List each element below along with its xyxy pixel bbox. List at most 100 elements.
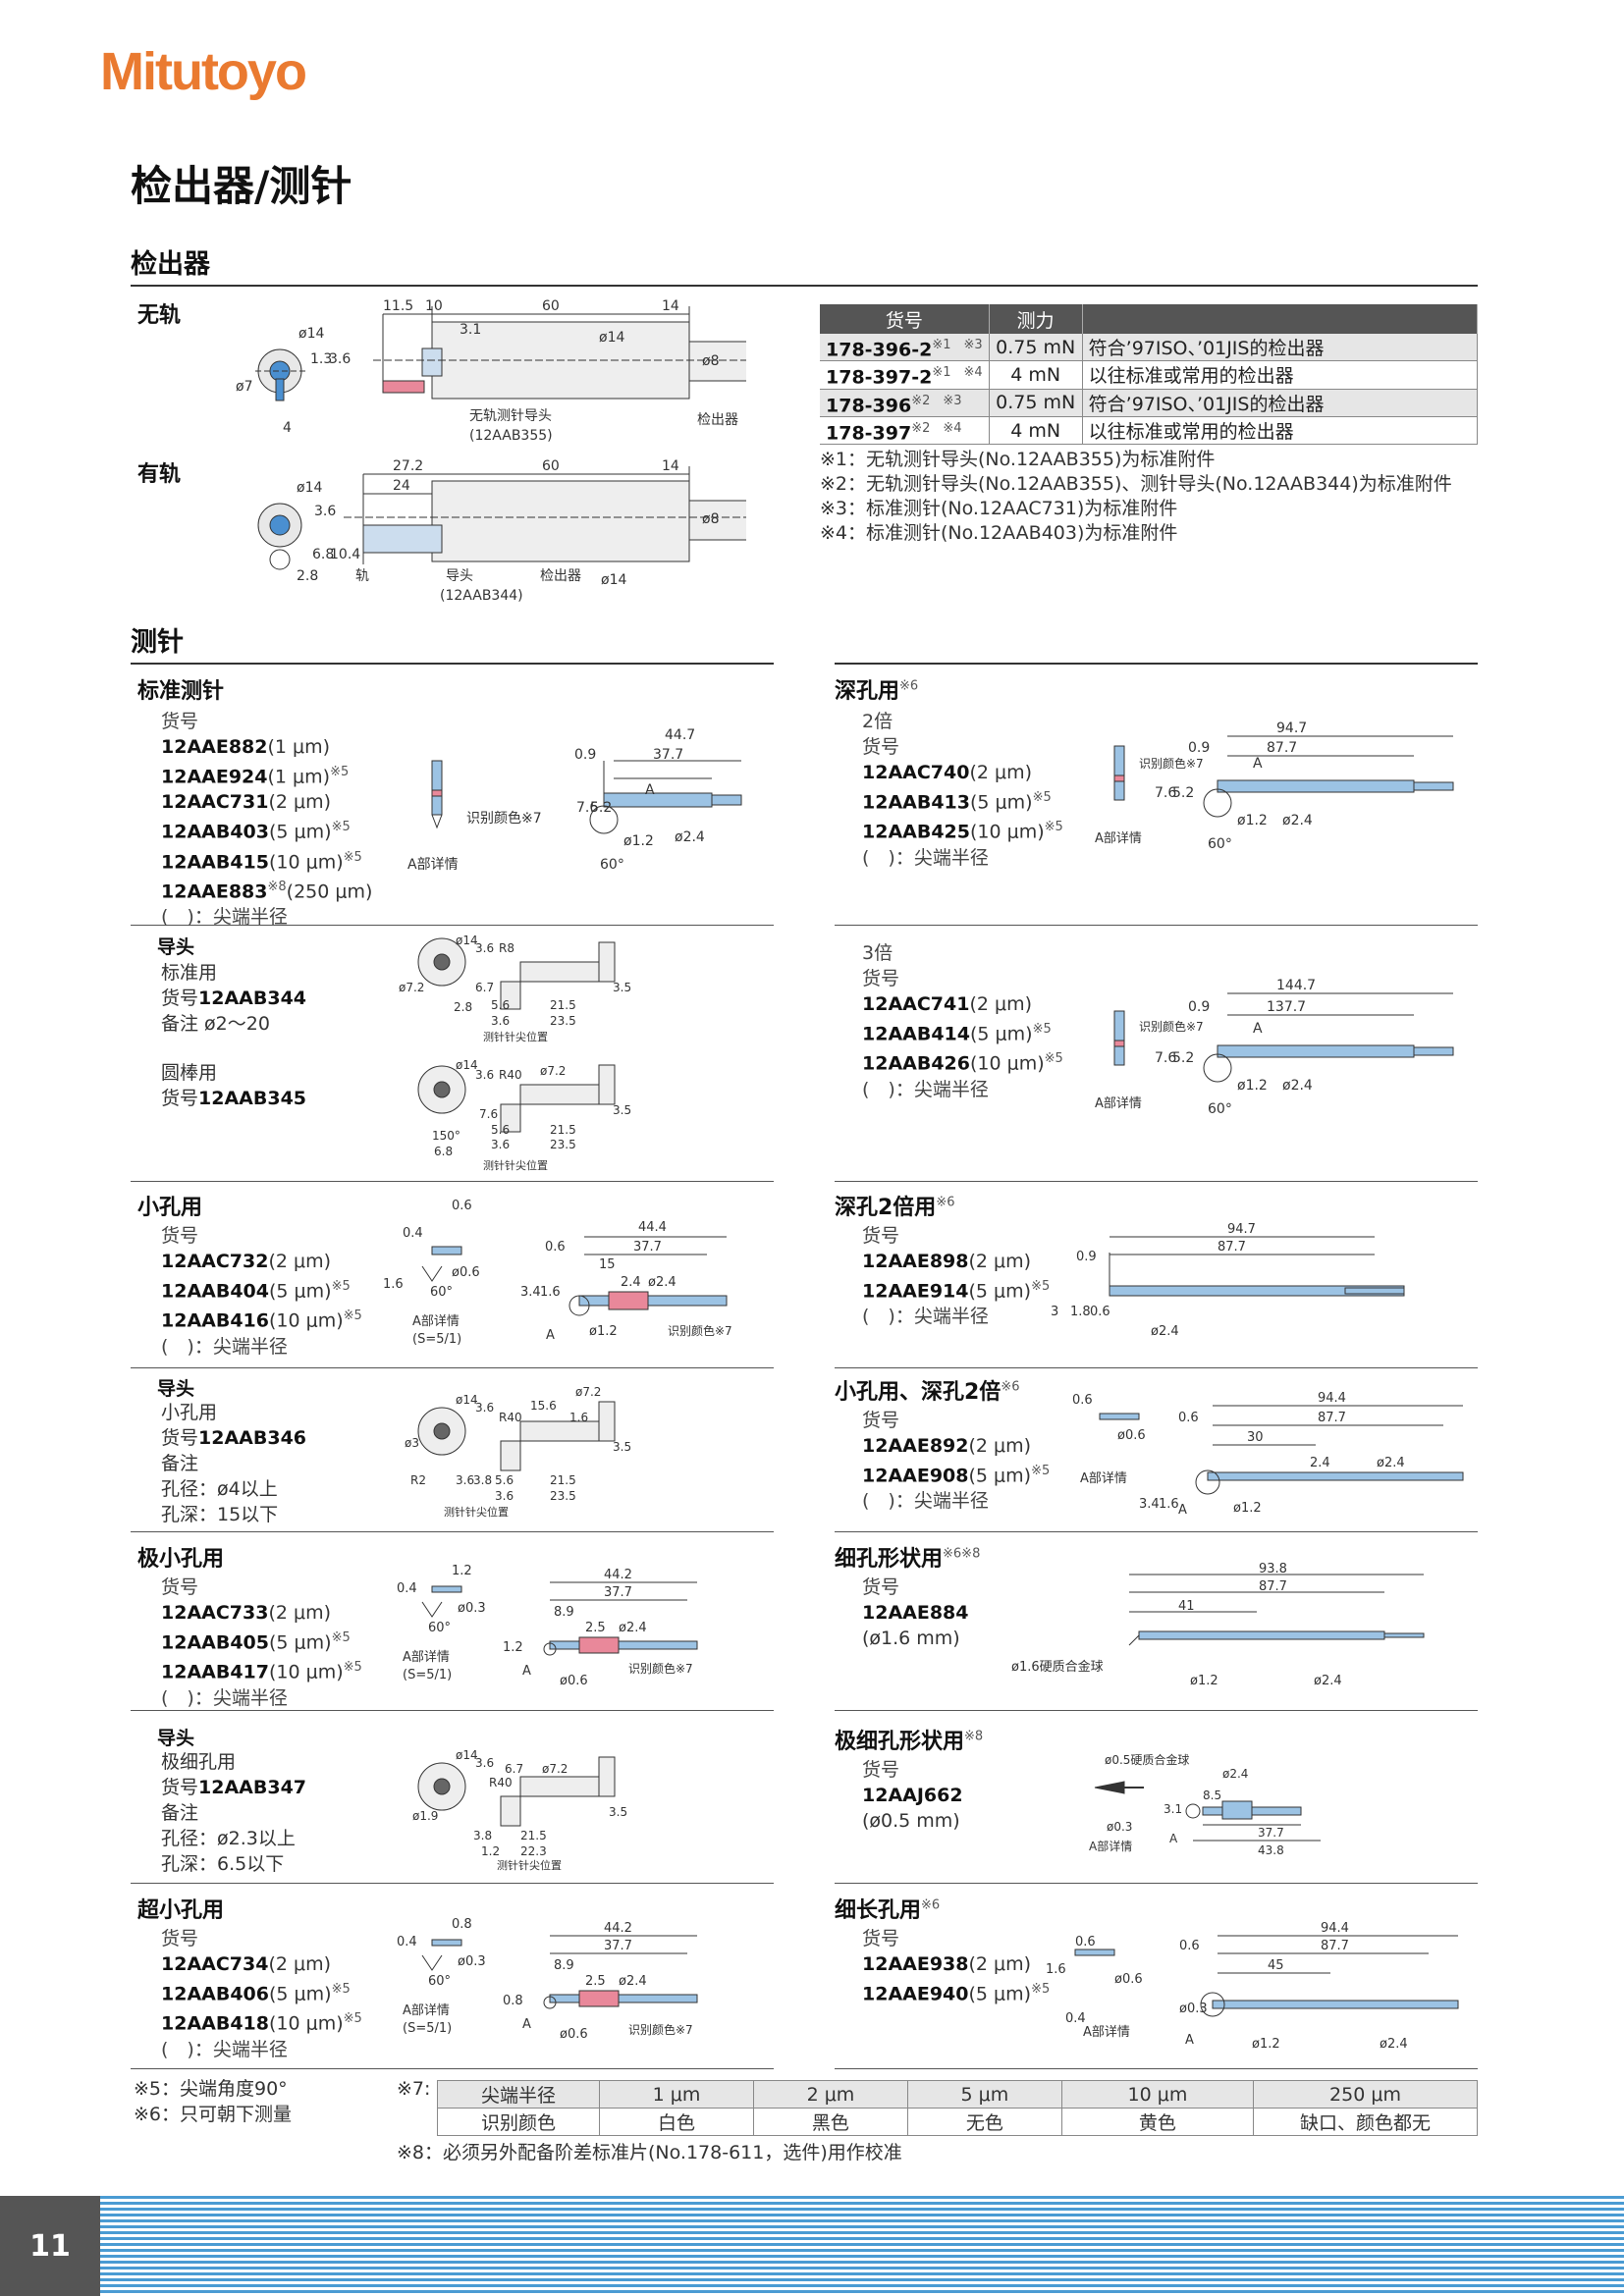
force: 4 mN xyxy=(989,416,1083,446)
deep-3x-drawing: 144.7 137.7 0.9 A 7.6 5.2 ø1.2 ø2.4 60° … xyxy=(1095,978,1454,1117)
note-ref: ※5 xyxy=(331,1630,351,1645)
dim-text: ø0.6 xyxy=(560,1674,588,1688)
guide-tiny-info: 极细孔用 货号12AAB347 备注 孔径：ø2.3以上 孔深：6.5以下 xyxy=(161,1749,306,1877)
code-label: 货号 xyxy=(161,1088,199,1109)
no-rail-label: 无轨 xyxy=(137,303,182,328)
code-label: 货号 xyxy=(862,968,900,989)
dim-text: 3.6 xyxy=(329,351,351,367)
note-ref: ※5 xyxy=(331,820,351,835)
guide-title: 导头 xyxy=(157,1728,195,1749)
note-ref: ※5 xyxy=(1044,820,1063,835)
ultra-small-hole-drawing: 0.8 0.4 ø0.3 60° 44.2 37.7 8.9 2.5 ø2.4 … xyxy=(397,1917,698,2042)
dim-text: 3.5 xyxy=(613,1103,631,1117)
code-label: 货号 xyxy=(862,1759,900,1781)
dim-text: 24 xyxy=(393,478,410,494)
divider xyxy=(835,1367,1478,1368)
tip-radius: (2 μm) xyxy=(969,993,1033,1015)
dim-text: ø2.4 xyxy=(619,1621,647,1635)
note-ref: ※2 ※4 xyxy=(911,420,962,436)
dim-text: 3.6 xyxy=(475,941,494,955)
dim-text: R40 xyxy=(489,1776,513,1789)
tip-radius: (2 μm) xyxy=(268,1251,332,1272)
multiplier: 2倍 xyxy=(862,711,893,732)
dim-text: 1.3 xyxy=(310,351,332,367)
dim-text: 1.2 xyxy=(503,1640,523,1655)
dim-text: R40 xyxy=(499,1068,522,1082)
part-code: 178-397-2 xyxy=(826,366,933,389)
note-ref: ※8 xyxy=(267,879,287,894)
dim-text: 3.6 xyxy=(475,1401,494,1415)
dim-text: 44.4 xyxy=(638,1220,667,1235)
drawing-label: (S=5/1) xyxy=(403,2021,452,2036)
tip-radius: (10 μm) xyxy=(269,850,344,873)
note-ref: ※6 xyxy=(936,1195,955,1210)
ball-size: (ø0.5 mm) xyxy=(862,1810,960,1832)
dim-text: R40 xyxy=(499,1411,522,1424)
description: 符合’97ISO、’01JIS的检出器 xyxy=(1082,389,1479,417)
with-rail-label: 有轨 xyxy=(137,462,182,487)
dim-text: 14 xyxy=(662,458,679,474)
drawing-label: A部详情 xyxy=(403,1650,450,1665)
code-label: 货号 xyxy=(862,1225,900,1247)
dim-text: 5.2 xyxy=(590,800,612,816)
part-code: 12AAB403 xyxy=(161,821,269,843)
dim-text: 0.8 xyxy=(503,1994,523,2008)
tip-radius: (2 μm) xyxy=(969,762,1033,783)
dim-text: 3.8 xyxy=(473,1473,492,1487)
dim-text: 3.8 xyxy=(473,1829,492,1842)
tip-radius: (5 μm) xyxy=(968,1983,1032,2005)
dim-text: 60 xyxy=(542,458,560,474)
dim-text: 3.4 xyxy=(1139,1497,1160,1512)
tiny-hole-drawing: 1.2 0.4 ø0.3 60° 44.2 37.7 8.9 2.5 ø2.4 … xyxy=(397,1564,698,1688)
dim-text: ø1.9 xyxy=(412,1809,438,1823)
dim-text: ø0.6 xyxy=(560,2027,588,2042)
dim-text: 3.4 xyxy=(520,1285,541,1300)
dim-text: A xyxy=(1178,1503,1187,1518)
tip-radius-note: ( )：尖端半径 xyxy=(161,906,288,929)
note-ref: ※6※8 xyxy=(943,1546,981,1562)
dim-text: 1.6 xyxy=(569,1411,588,1424)
part-code: 12AAB414 xyxy=(862,1023,970,1045)
dim-text: 1.8 xyxy=(1070,1305,1091,1319)
dim-text: ø1.2 xyxy=(1237,1078,1268,1094)
dim-text: ø1.2 xyxy=(1237,813,1268,828)
drawing-label: (12AAB344) xyxy=(440,588,523,604)
ultra-fine-shape-title: 极细孔形状用※8 xyxy=(835,1724,983,1755)
dim-text: ø8 xyxy=(702,511,719,527)
dim-text: 0.9 xyxy=(574,747,596,763)
note-ref: ※5 xyxy=(1031,1279,1051,1294)
dim-text: 0.6 xyxy=(452,1199,472,1213)
dim-text: 94.7 xyxy=(1227,1222,1256,1237)
drawing-label: (S=5/1) xyxy=(412,1332,461,1347)
dim-text: 11.5 xyxy=(383,298,413,314)
title-text: 极细孔形状用 xyxy=(835,1730,965,1754)
footnote-7: ※7: xyxy=(397,2078,431,2100)
table-cell: 黑色 xyxy=(752,2108,908,2136)
note-ref: ※6 xyxy=(1001,1379,1020,1395)
force: 0.75 mN xyxy=(989,389,1083,417)
code-label: 货号 xyxy=(862,1928,900,1949)
code-label: 货号 xyxy=(862,1410,900,1431)
dim-text: ø2.4 xyxy=(1151,1324,1179,1339)
dim-text: ø0.6 xyxy=(1114,1972,1143,1987)
dim-text: 37.7 xyxy=(633,1240,662,1255)
dim-text: 5.6 xyxy=(491,998,510,1012)
guide-rod-drawing: ø14 3.6 R40 ø7.2 7.6 5.6 3.6 21.5 23.5 3… xyxy=(417,1058,631,1172)
dim-text: ø7.2 xyxy=(540,1064,566,1078)
tip-radius-note: ( )：尖端半径 xyxy=(862,846,989,869)
dim-text: ø0.3 xyxy=(458,1954,486,1969)
table-cell: 1 μm xyxy=(599,2080,754,2109)
tip-radius: (5 μm) xyxy=(968,1465,1032,1487)
dim-text: 7.6 xyxy=(479,1107,498,1121)
dim-text: 3.6 xyxy=(475,1756,494,1770)
dim-text: A xyxy=(1169,1832,1178,1845)
note-ref: ※1 ※3 xyxy=(932,338,983,352)
dim-text: 23.5 xyxy=(550,1489,576,1503)
dim-text: 3.1 xyxy=(1164,1802,1182,1816)
part-code: 12AAE884 xyxy=(862,1602,969,1624)
table-cell: 识别颜色 xyxy=(437,2108,600,2136)
dim-text: 4 xyxy=(283,420,292,436)
dim-text: 37.7 xyxy=(604,1585,632,1600)
tip-radius: (2 μm) xyxy=(268,1602,332,1624)
table-cell: 2 μm xyxy=(752,2080,908,2109)
